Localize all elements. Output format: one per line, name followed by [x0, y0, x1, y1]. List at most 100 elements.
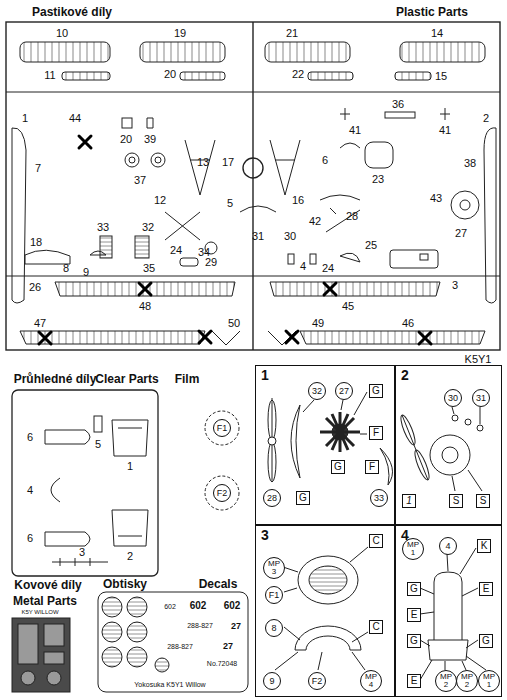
section-heading: Pastikové díly: [32, 6, 112, 18]
part-label: 37: [134, 175, 146, 186]
part-label: 3: [79, 547, 85, 558]
callout-number: 32: [312, 387, 322, 396]
part-label: 27: [455, 228, 467, 239]
part-label: 17: [222, 157, 234, 168]
part-label: 602: [164, 603, 176, 610]
callout-number: E: [483, 584, 490, 594]
part-label: 33: [97, 222, 109, 233]
section-heading: 27: [223, 642, 233, 651]
callout-circle: 4: [439, 537, 457, 555]
callout-number: MP 4: [364, 673, 378, 688]
callout-circle: MP 2: [435, 670, 457, 692]
part-label: 36: [392, 99, 404, 110]
callout-circle: 32: [308, 382, 326, 400]
section-heading: Obtisky: [103, 578, 147, 590]
part-label: 14: [431, 28, 443, 39]
part-letter-box: E: [407, 608, 421, 622]
part-letter-box: G: [407, 582, 421, 596]
part-letter-box: S: [476, 494, 490, 508]
part-label: 13: [197, 157, 209, 168]
callout-number: G: [482, 636, 490, 646]
part-label: 24: [322, 263, 334, 274]
callout-number: 31: [476, 394, 486, 403]
part-label: 18: [30, 237, 42, 248]
callout-circle: 31: [472, 389, 490, 407]
part-letter-box: G: [407, 634, 421, 648]
part-letter-box: C: [369, 620, 383, 634]
part-label: 32: [142, 222, 154, 233]
callout-number: F2: [312, 677, 323, 686]
part-label: 41: [349, 125, 361, 136]
part-letter-box: S: [449, 494, 463, 508]
callout-number: MP 1: [406, 541, 420, 556]
section-heading: Průhledné díly: [14, 373, 97, 385]
part-label: 3: [452, 280, 458, 291]
part-label: 38: [464, 158, 476, 169]
part-letter-box: E: [479, 582, 493, 596]
part-label: 29: [205, 257, 217, 268]
part-label: 49: [312, 318, 324, 329]
part-label: 21: [286, 28, 298, 39]
part-label: Yokosuka K5Y1 Willow: [134, 681, 205, 688]
callout-circle: 28: [263, 489, 281, 507]
part-letter-box: F: [369, 426, 383, 440]
part-label: 12: [154, 195, 166, 206]
callout-circle: F1: [213, 419, 231, 437]
step-number: 1: [261, 368, 269, 382]
part-label: 2: [483, 113, 489, 124]
part-label: 5: [95, 439, 101, 450]
section-heading: 27: [231, 622, 241, 631]
part-label: 39: [144, 134, 156, 145]
part-letter-box: G: [479, 634, 493, 648]
step-panel: 3CMP 3F18C9F2MP 4: [255, 525, 395, 697]
callout-number: G: [334, 462, 342, 472]
part-label: 35: [143, 263, 155, 274]
part-label: 288-827: [167, 643, 193, 650]
callout-circle: 27: [335, 382, 353, 400]
callout-number: G: [372, 386, 380, 396]
callout-number: MP 2: [460, 673, 474, 688]
part-label: 42: [309, 216, 321, 227]
part-letter-box: E: [407, 674, 421, 688]
step-number: 3: [261, 528, 269, 542]
part-label: 288-827: [187, 622, 213, 629]
part-label: 2: [127, 551, 133, 562]
part-letter-box: G: [331, 460, 345, 474]
part-label: 48: [139, 301, 151, 312]
step-number: 2: [401, 368, 409, 382]
callout-number: MP 3: [267, 560, 281, 575]
step-panel: 230311SS: [395, 365, 502, 525]
part-label: 8: [63, 263, 69, 274]
callout-circle: MP 4: [360, 670, 382, 692]
callout-number: K: [481, 541, 488, 551]
part-label: 1: [127, 461, 133, 472]
callout-circle: MP 3: [263, 557, 285, 579]
section-heading: Metal Parts: [13, 595, 77, 607]
callout-number: G: [410, 584, 418, 594]
callout-circle: 8: [265, 619, 283, 637]
section-heading: Clear Parts: [95, 373, 158, 385]
callout-circle: 30: [444, 389, 462, 407]
callout-number: G: [299, 493, 307, 503]
callout-number: MP 1: [482, 673, 496, 688]
callout-number: 30: [448, 394, 458, 403]
part-label: 5: [227, 198, 233, 209]
section-heading: Decals: [199, 578, 238, 590]
part-label: 28: [346, 211, 358, 222]
part-label: 4: [27, 485, 33, 496]
callout-number: F: [369, 462, 375, 472]
part-label: 31: [252, 231, 264, 242]
part-label: 23: [372, 174, 384, 185]
part-label: K5Y1: [465, 354, 492, 365]
section-heading: 602: [224, 601, 241, 611]
callout-number: S: [480, 496, 487, 506]
callout-circle: 33: [370, 489, 388, 507]
callout-circle: F2: [213, 484, 231, 502]
callout-number: E: [411, 676, 418, 686]
part-label: 15: [435, 71, 447, 82]
part-label: 41: [439, 125, 451, 136]
part-label: 22: [292, 69, 304, 80]
callout-number: S: [453, 496, 460, 506]
part-label: 9: [83, 267, 89, 278]
part-label: 16: [292, 195, 304, 206]
